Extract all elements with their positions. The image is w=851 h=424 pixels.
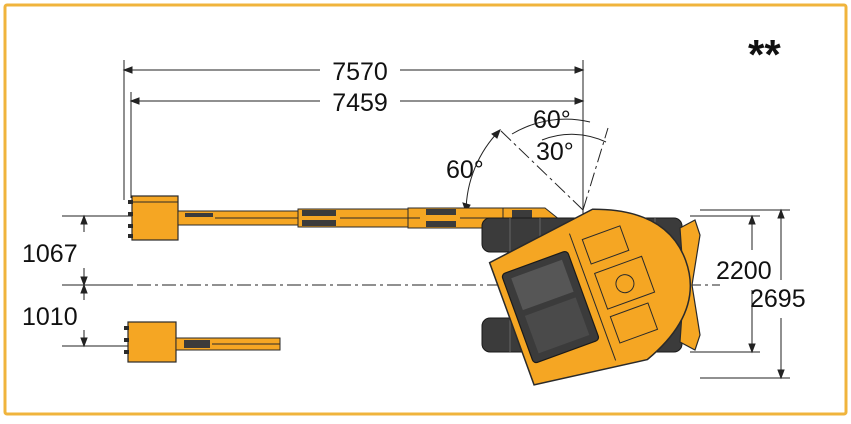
- dimension-1067-label: 1067: [22, 240, 78, 268]
- center-lines: [62, 115, 720, 286]
- footnote-marker: **: [748, 31, 781, 78]
- dimension-2695-label: 2695: [750, 285, 806, 313]
- retracted-boom-arm: [124, 321, 281, 363]
- angle-arcs: [462, 118, 607, 214]
- dimension-1010-label: 1010: [22, 303, 78, 331]
- dimension-7570-label: 7570: [332, 58, 388, 86]
- angle-60-top-label: 60°: [533, 106, 571, 134]
- angle-60-left-label: 60°: [446, 156, 484, 184]
- upper-structure: [488, 208, 692, 386]
- dimension-2200-label: 2200: [716, 257, 772, 285]
- angle-30-label: 30°: [536, 138, 574, 166]
- dimension-7459-label: 7459: [332, 89, 388, 117]
- dimension-lines: [62, 60, 790, 380]
